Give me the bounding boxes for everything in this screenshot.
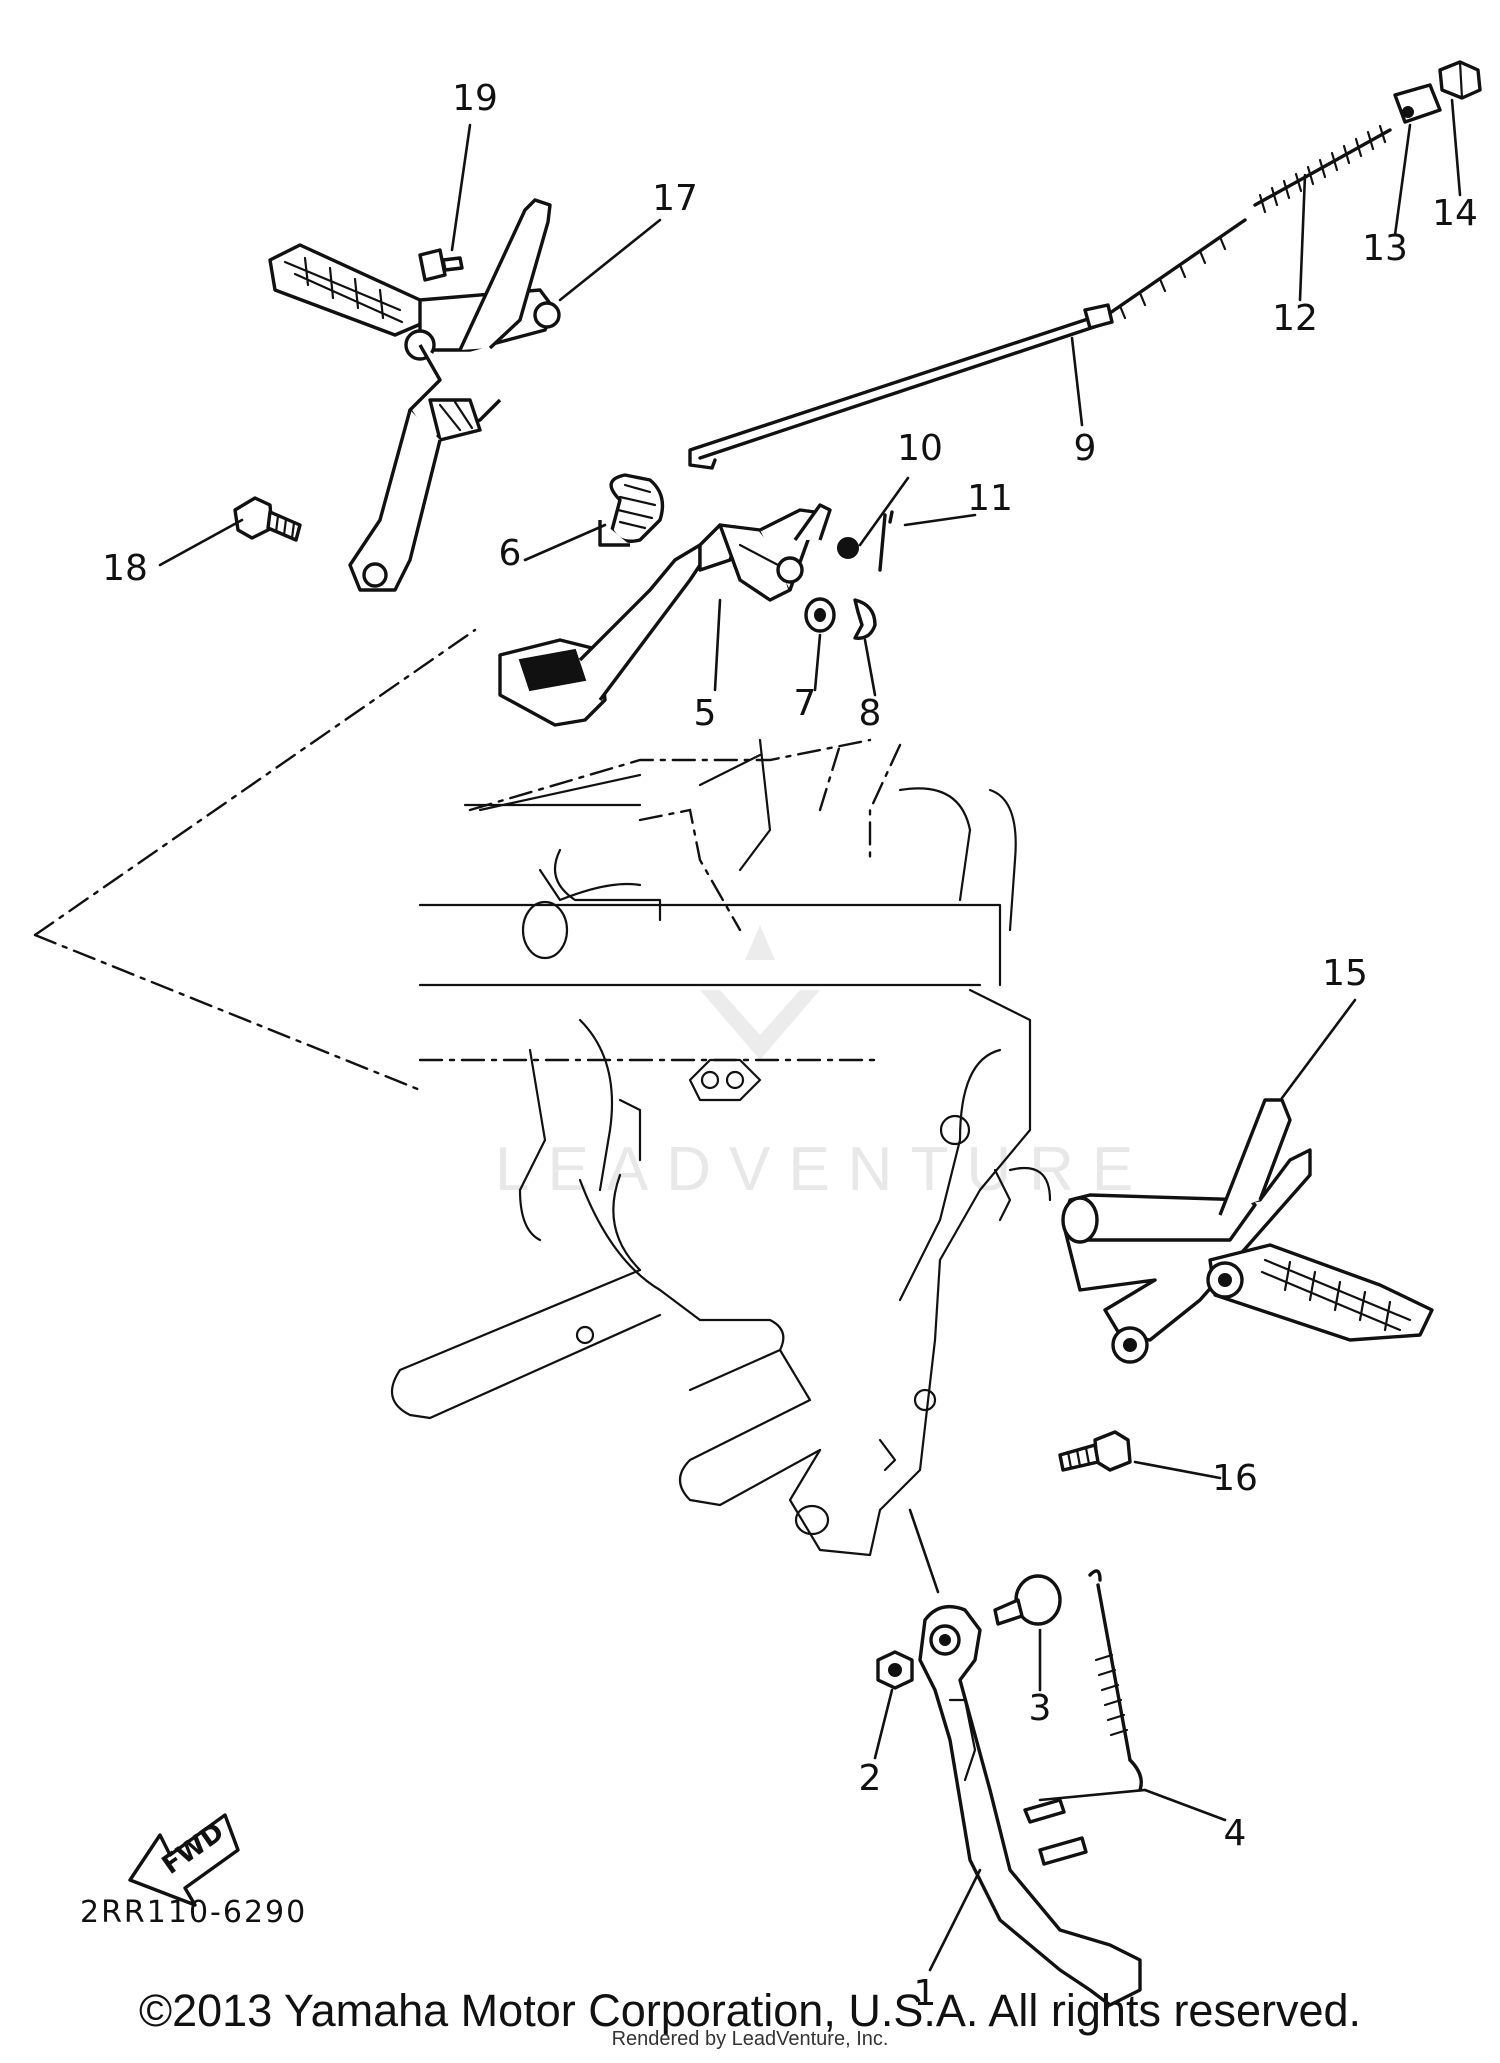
part-3-pivot-bolt xyxy=(993,1574,1062,1626)
watermark-text: LEADVENTURE xyxy=(495,1135,1151,1204)
callout-6: 6 xyxy=(499,533,522,574)
callout-2: 2 xyxy=(859,1758,882,1799)
fwd-arrow: FWD xyxy=(128,1813,240,1907)
part-2-nut xyxy=(876,1650,914,1690)
frame-outline xyxy=(33,628,1052,1557)
callout-16: 16 xyxy=(1212,1458,1258,1499)
callout-12: 12 xyxy=(1272,298,1318,339)
callout-8: 8 xyxy=(859,693,882,734)
diagram-code: 2RR110-6290 xyxy=(80,1895,308,1930)
callout-10: 10 xyxy=(897,428,943,469)
part-1-side-stand xyxy=(918,1605,1142,2007)
part-5-brake-pedal xyxy=(498,503,832,727)
callout-5: 5 xyxy=(694,693,717,734)
part-10-nut xyxy=(837,537,859,559)
part-13-joint xyxy=(1393,83,1442,124)
callout-11: 11 xyxy=(967,478,1013,519)
part-9-brake-rod xyxy=(688,218,1247,470)
callout-17: 17 xyxy=(652,178,698,219)
callout-19: 19 xyxy=(452,78,498,119)
callout-9: 9 xyxy=(1074,428,1097,469)
callout-14: 14 xyxy=(1432,193,1478,234)
callout-7: 7 xyxy=(794,683,817,724)
part-19-bolt xyxy=(418,248,464,282)
watermark: LEADVENTURE xyxy=(495,925,1151,1204)
part-7-washer xyxy=(804,597,836,633)
callouts: 1 2 3 4 5 6 7 8 9 10 11 12 13 14 15 16 1… xyxy=(102,78,1478,2014)
part-12-spring xyxy=(1253,124,1392,214)
part-14-nut xyxy=(1438,60,1482,100)
leader-lines xyxy=(158,98,1462,1972)
callout-13: 13 xyxy=(1362,228,1408,269)
part-8-clip xyxy=(853,598,877,640)
part-17-footrest-bracket-left xyxy=(268,198,561,592)
callout-18: 18 xyxy=(102,548,148,589)
part-16-bolt xyxy=(1058,1430,1132,1472)
callout-4: 4 xyxy=(1224,1813,1247,1854)
callout-1: 1 xyxy=(914,1973,937,2014)
rendered-by-notice: Rendered by LeadVenture, Inc. xyxy=(611,2028,889,2050)
callout-15: 15 xyxy=(1322,953,1368,994)
part-18-bolt xyxy=(233,496,302,542)
callout-3: 3 xyxy=(1029,1688,1052,1729)
part-4-spring xyxy=(1088,1569,1143,1792)
part-15-footrest-bracket-right xyxy=(1061,1098,1434,1364)
part-11-cotter-pin xyxy=(878,510,894,572)
copyright-notice: ©2013 Yamaha Motor Corporation, U.S.A. A… xyxy=(138,1985,1362,2036)
part-6-spring xyxy=(598,473,665,547)
